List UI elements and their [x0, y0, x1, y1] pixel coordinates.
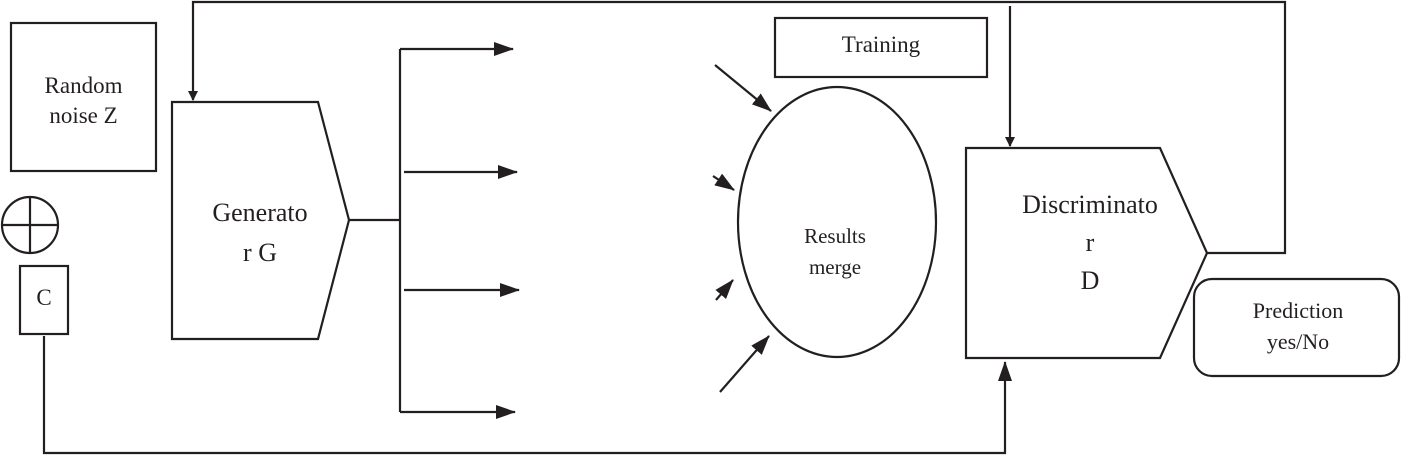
- prediction-box: [1192, 277, 1401, 378]
- random-noise-line-1: Random: [44, 73, 123, 98]
- training-box: [773, 16, 989, 79]
- concat-operator-icon: [0, 195, 60, 255]
- merge-input-arrow-4: [719, 335, 770, 393]
- generator-line-1: Generato: [212, 198, 308, 227]
- results-merge-line-2: merge: [808, 255, 862, 279]
- discriminator-shape: [964, 146, 1209, 360]
- generator-label: Generato r G: [190, 193, 330, 273]
- generator-line-2: r G: [243, 238, 277, 267]
- feedback-line: [188, 0, 1287, 255]
- discriminator-line-2: r: [1085, 228, 1095, 257]
- generator-shape: [170, 100, 351, 341]
- results-merge-label: Results merge: [760, 221, 910, 283]
- condition-line: [42, 336, 1012, 455]
- merge-input-arrow-3: [715, 279, 734, 301]
- merge-input-arrow-2: [712, 173, 735, 191]
- training-label: Training: [841, 32, 921, 57]
- prediction-label: Prediction yes/No: [1208, 295, 1388, 357]
- discriminator-line-3: D: [1080, 266, 1100, 295]
- merge-input-arrow-1: [714, 64, 772, 112]
- prediction-line-1: Prediction: [1252, 298, 1344, 323]
- prediction-line-2: yes/No: [1266, 329, 1330, 354]
- discriminator-label: Discriminato r D: [990, 186, 1190, 300]
- random-noise-line-2: noise Z: [49, 103, 118, 128]
- condition-box: [18, 264, 70, 336]
- random-noise-label: Random noise Z: [14, 71, 153, 131]
- results-merge-line-1: Results: [804, 224, 866, 248]
- condition-label: C: [36, 285, 52, 310]
- random-noise-box: [9, 21, 158, 173]
- results-merge-ellipse: [736, 85, 938, 359]
- discriminator-line-1: Discriminato: [1022, 190, 1158, 219]
